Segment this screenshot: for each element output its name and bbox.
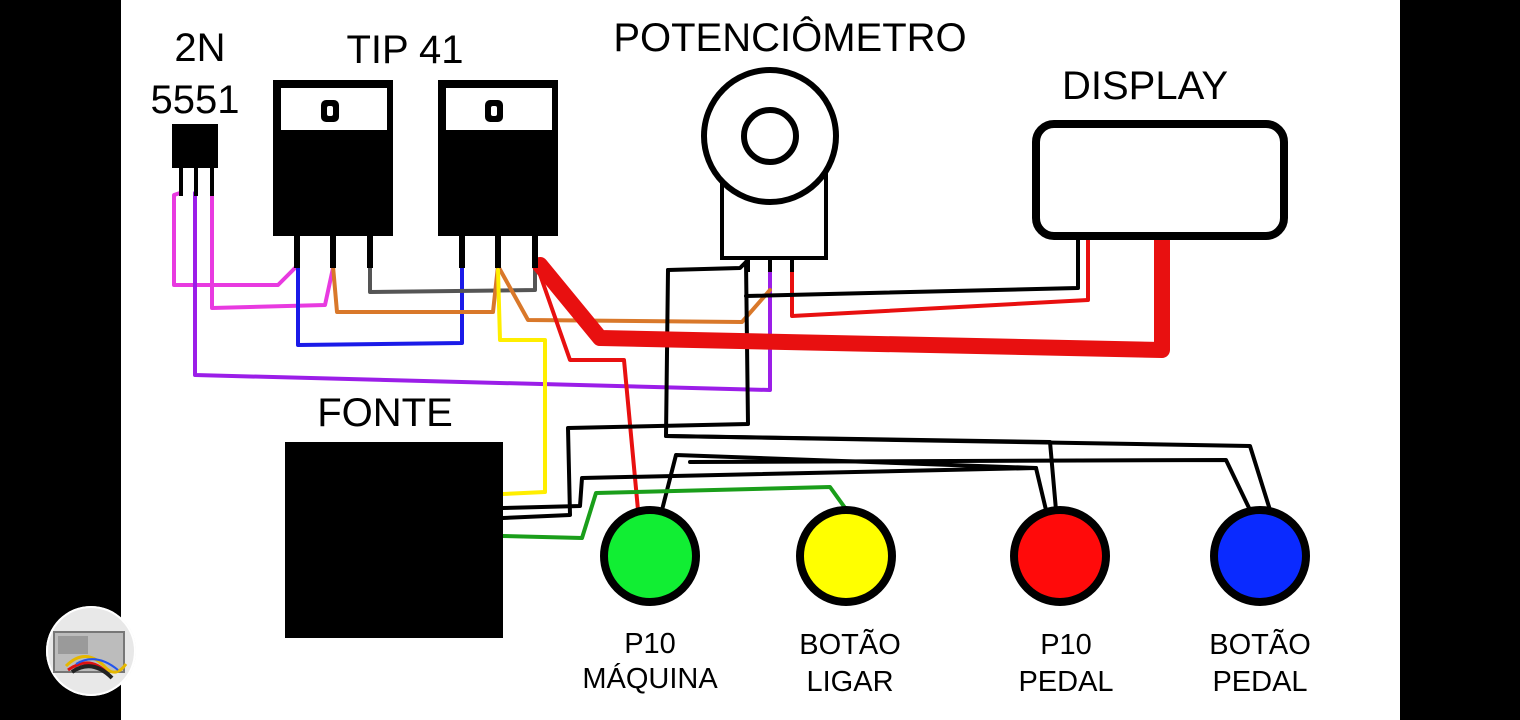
label-botao-ligar-line1: BOTÃO <box>799 629 901 661</box>
wire-gray <box>368 264 537 294</box>
label-p10-pedal-line1: P10 <box>1040 629 1092 661</box>
label-potenciometro: POTENCIÔMETRO <box>613 16 967 60</box>
wire-black-bus <box>666 260 748 272</box>
power-supply-photo-icon[interactable] <box>46 606 136 696</box>
wire-black-pot <box>501 260 750 520</box>
wire-red-thin-2 <box>790 236 1090 318</box>
label-botao-pedal-line2: PEDAL <box>1212 666 1308 698</box>
power-supply-fonte <box>285 442 503 638</box>
button-p10-maquina <box>600 506 700 606</box>
wires <box>172 191 1272 540</box>
wire-black-bus-3 <box>664 434 1058 512</box>
wire-green <box>501 485 850 540</box>
wire-yellow <box>496 268 547 496</box>
wire-magenta-2 <box>210 191 335 310</box>
button-botao-ligar <box>796 506 896 606</box>
wire-black-fonte-3 <box>688 458 1252 512</box>
label-display: DISPLAY <box>1062 64 1228 108</box>
potentiometer <box>701 67 839 272</box>
label-p10-maquina-line1: P10 <box>624 628 676 660</box>
label-fonte: FONTE <box>317 391 453 435</box>
wire-red-thick <box>532 230 1170 358</box>
wire-red-thin-1 <box>535 264 640 512</box>
wire-magenta-1 <box>172 191 299 287</box>
label-2n-line1: 2N <box>174 26 226 70</box>
display-module <box>1032 120 1288 240</box>
button-botao-pedal <box>1210 506 1310 606</box>
wire-black-fonte-1 <box>501 466 1048 512</box>
label-p10-pedal-line2: PEDAL <box>1018 666 1114 698</box>
label-tip41: TIP 41 <box>346 28 464 72</box>
label-botao-ligar-line2: LIGAR <box>806 666 894 698</box>
wire-purple <box>193 191 772 392</box>
wire-blue <box>296 264 464 347</box>
transistor-2n5551 <box>172 124 218 196</box>
label-botao-pedal-line1: BOTÃO <box>1209 629 1311 661</box>
tip41-transistor-2 <box>438 80 558 268</box>
button-p10-pedal <box>1010 506 1110 606</box>
label-p10-maquina-line2: MÁQUINA <box>582 663 718 695</box>
label-2n-line2: 5551 <box>150 78 240 122</box>
tip41-transistor-1 <box>273 80 393 268</box>
wire-black-display <box>744 236 1080 298</box>
thumbnail-drawing <box>53 631 128 680</box>
